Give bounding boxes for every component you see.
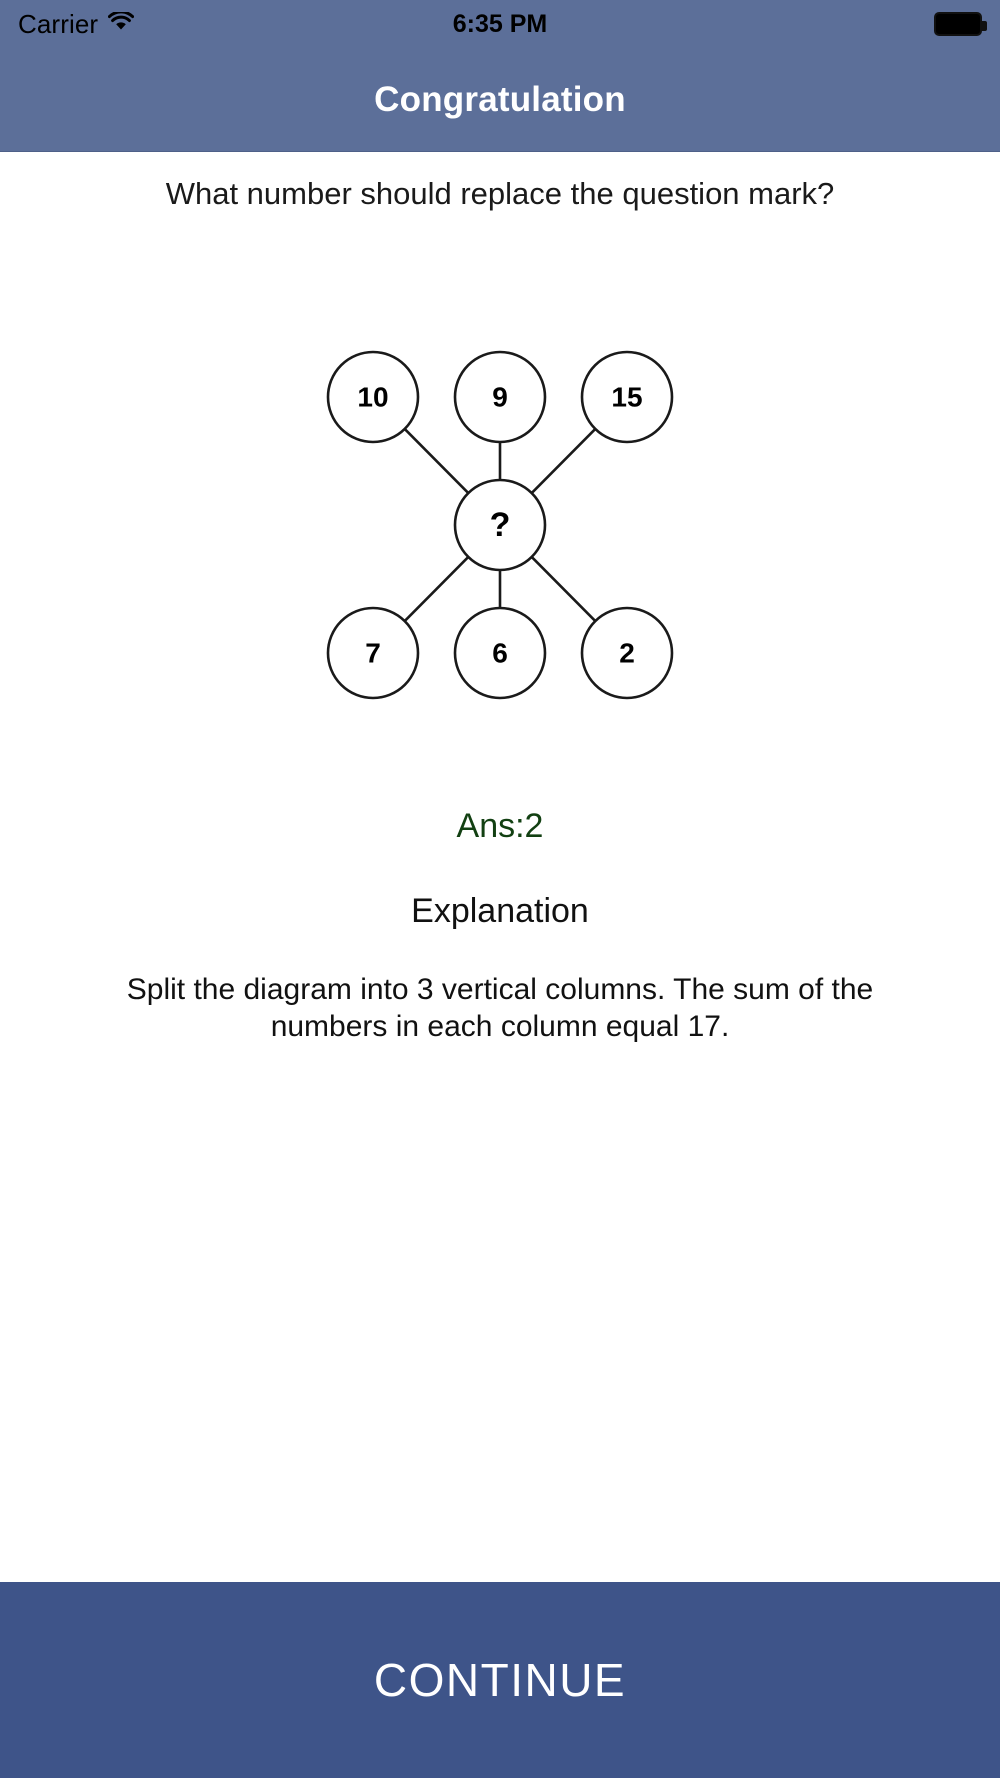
- puzzle-node-top-center: 9: [453, 350, 547, 444]
- puzzle-node-bottom-left: 7: [326, 606, 420, 700]
- wifi-icon: [108, 9, 135, 37]
- status-bar-left: Carrier: [18, 8, 135, 40]
- puzzle-edge: [530, 428, 597, 494]
- explanation-body: Split the diagram into 3 vertical column…: [126, 973, 874, 1043]
- status-bar-right: [934, 12, 987, 36]
- puzzle-edge: [403, 556, 470, 622]
- puzzle-node-circle: [326, 606, 420, 700]
- puzzle-edge: [403, 428, 470, 494]
- puzzle-node-center: ?: [453, 478, 547, 572]
- puzzle-node-label: 10: [357, 382, 388, 413]
- puzzle-edge: [530, 556, 597, 622]
- puzzle-node-circle: [453, 478, 547, 572]
- puzzle-node-label: 6: [492, 638, 508, 669]
- battery-full-icon: [934, 12, 987, 36]
- question-text: What number should replace the question …: [165, 176, 835, 211]
- puzzle-node-circle: [453, 350, 547, 444]
- puzzle-node-label: 9: [492, 382, 508, 413]
- status-bar-time: 6:35 PM: [452, 9, 548, 38]
- puzzle-node-label: ?: [490, 506, 511, 544]
- puzzle-node-circle: [580, 350, 674, 444]
- answer-text: Ans:2: [456, 807, 544, 845]
- page-title: Congratulation: [374, 79, 626, 119]
- carrier-label: Carrier: [18, 8, 99, 39]
- puzzle-node-circle: [453, 606, 547, 700]
- puzzle-node-label: 2: [619, 638, 635, 669]
- puzzle-node-label: 15: [611, 382, 642, 413]
- puzzle-node-top-left: 10: [326, 350, 420, 444]
- explanation-heading: Explanation: [411, 892, 589, 930]
- puzzle-node-circle: [580, 606, 674, 700]
- continue-button-label: CONTINUE: [373, 1654, 627, 1706]
- puzzle-node-top-right: 15: [580, 350, 674, 444]
- puzzle-diagram-container: 10 9 15? 7 6 2: [0, 327, 1000, 723]
- navigation-bar: Congratulation: [0, 48, 1000, 152]
- content-area: What number should replace the question …: [0, 152, 1000, 1582]
- status-bar: Carrier 6:35 PM: [0, 0, 1000, 48]
- puzzle-node-label: 7: [365, 638, 381, 669]
- puzzle-diagram: 10 9 15? 7 6 2: [326, 350, 674, 700]
- puzzle-node-bottom-right: 2: [580, 606, 674, 700]
- puzzle-node-circle: [326, 350, 420, 444]
- puzzle-node-bottom-center: 6: [453, 606, 547, 700]
- continue-button[interactable]: CONTINUE: [0, 1582, 1000, 1778]
